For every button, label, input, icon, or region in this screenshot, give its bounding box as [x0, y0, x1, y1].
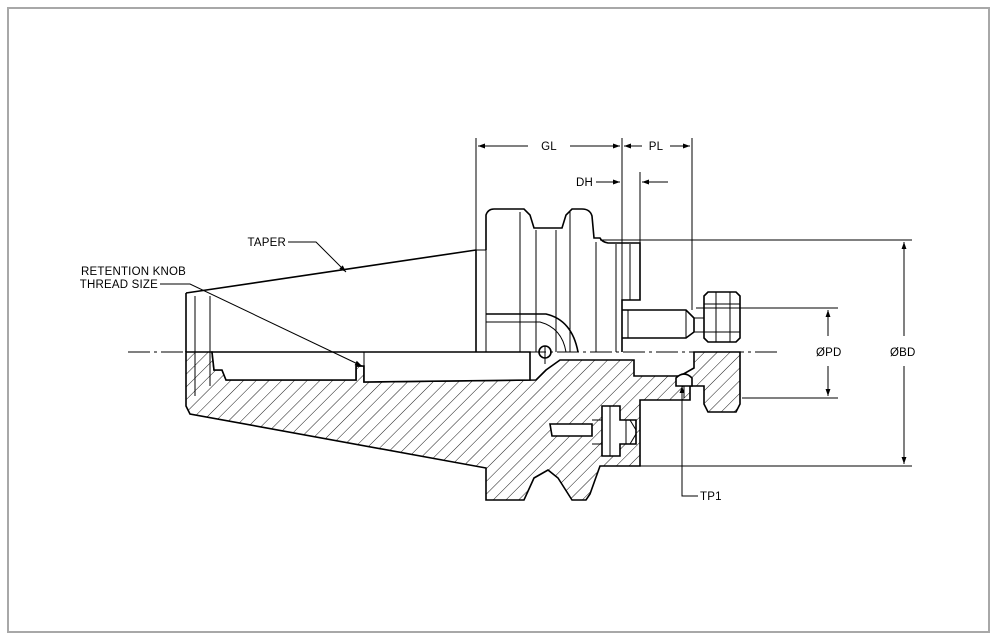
drawing-frame: [7, 7, 990, 633]
retention-knob-label: RETENTION KNOB: [81, 266, 186, 278]
pl-label: PL: [649, 141, 664, 153]
dh-label: DH: [576, 177, 593, 189]
dimensions: [160, 138, 912, 497]
taper-label: TAPER: [248, 237, 287, 249]
upper-exterior-view: [185, 208, 741, 364]
bd-label: ØBD: [890, 347, 916, 359]
pd-label: ØPD: [816, 347, 842, 359]
lower-section-view: [185, 351, 741, 501]
tp1-label: TP1: [700, 491, 722, 503]
thread-size-label: THREAD SIZE: [80, 279, 158, 291]
gl-label: GL: [541, 141, 557, 153]
